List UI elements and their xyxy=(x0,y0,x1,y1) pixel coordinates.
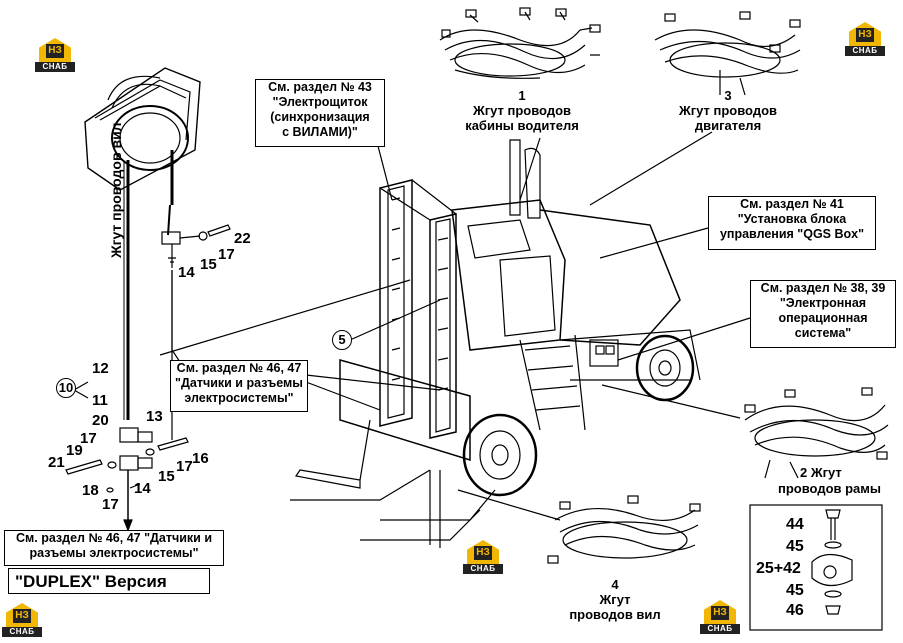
part-number-45: 45 xyxy=(786,582,804,599)
part-number-17: 17 xyxy=(102,496,119,513)
logo-caption: СНАБ xyxy=(700,624,740,634)
frame-harness-label-bottom: проводов рамы xyxy=(778,481,882,496)
callout-line: "Электронная xyxy=(779,296,867,310)
callout-line: См. раздел № 43 xyxy=(268,80,372,94)
logo-caption: СНАБ xyxy=(463,564,503,574)
callout-section-43: См. раздел № 43 "Электрощиток (синхрониз… xyxy=(255,79,385,147)
part-number-10: 10 xyxy=(56,378,76,398)
part-number-13: 13 xyxy=(146,408,163,425)
frame-harness-drawing xyxy=(744,387,889,479)
cab-harness-label: 1 Жгут проводов кабины водителя xyxy=(452,88,592,133)
engine-harness-drawing xyxy=(654,11,801,96)
callout-line: "Установка блока xyxy=(737,212,847,226)
part-number-21: 21 xyxy=(48,454,65,471)
part-number-44: 44 xyxy=(786,516,804,533)
harness-number: 4 xyxy=(611,577,619,592)
part-number-5: 5 xyxy=(332,330,352,350)
callout-line: "Датчики и разъемы xyxy=(175,376,303,390)
logo-mark: НЗ xyxy=(474,546,492,560)
part-number-19: 19 xyxy=(66,442,83,459)
callout-line: разъемы электросистемы" xyxy=(29,546,199,560)
callout-line: с ВИЛАМИ)" xyxy=(282,125,358,139)
harness-number: 1 xyxy=(518,88,526,103)
part-number-15: 15 xyxy=(200,256,217,273)
part-number-20: 20 xyxy=(92,412,109,429)
callout-section-38-39: См. раздел № 38, 39 "Электронная операци… xyxy=(750,280,896,348)
part-number-17: 17 xyxy=(176,458,193,475)
callout-line: система" xyxy=(794,326,852,340)
part-number-45: 45 xyxy=(786,538,804,555)
callout-section-46-47: См. раздел № 46, 47 "Датчики и разъемы э… xyxy=(170,360,308,412)
cab-harness-drawing xyxy=(439,7,601,79)
part-number-11: 11 xyxy=(92,392,108,409)
part-number-25-42: 25+42 xyxy=(756,560,801,577)
harness-title-line1: Жгут xyxy=(599,592,631,607)
nz-snab-logo: НЗ СНАБ xyxy=(700,600,740,636)
part-number-46: 46 xyxy=(786,602,804,619)
forks-harness-drawing xyxy=(547,495,701,564)
part-number-22: 22 xyxy=(234,230,251,247)
logo-caption: СНАБ xyxy=(2,627,42,637)
logo-caption: СНАБ xyxy=(35,62,75,72)
callout-line: операционная xyxy=(778,311,868,325)
logo-mark: НЗ xyxy=(711,606,729,620)
part-number-16: 16 xyxy=(192,450,209,467)
callout-line: (синхронизация xyxy=(270,110,370,124)
harness-title-line2: кабины водителя xyxy=(465,118,579,133)
callout-line: См. раздел № 38, 39 xyxy=(760,281,886,295)
harness-number: 2 xyxy=(800,465,808,480)
callout-line: "Электрощиток xyxy=(272,95,368,109)
harness-title-line2: проводов вил xyxy=(569,607,661,622)
callout-section-41: См. раздел № 41 "Установка блока управле… xyxy=(708,196,876,250)
harness-number: 3 xyxy=(724,88,732,103)
part-number-17: 17 xyxy=(80,430,97,447)
forks-harness-label: 4 Жгут проводов вил xyxy=(556,577,674,622)
callout-section-46-47-bottom: См. раздел № 46, 47 "Датчики и разъемы э… xyxy=(4,530,224,566)
callout-line: См. раздел № 41 xyxy=(740,197,844,211)
nz-snab-logo: НЗ СНАБ xyxy=(845,22,885,58)
logo-mark: НЗ xyxy=(46,44,64,58)
callout-line: См. раздел № 46, 47 "Датчики и xyxy=(15,531,213,545)
part-number-18: 18 xyxy=(82,482,99,499)
logo-mark: НЗ xyxy=(13,609,31,623)
harness-title-line2: двигателя xyxy=(694,118,762,133)
part-number-12: 12 xyxy=(92,360,109,377)
callout-line: управления "QGS Box" xyxy=(719,227,865,241)
harness-title-line1: Жгут проводов xyxy=(472,103,572,118)
fork-harness-vertical-label: Жгут проводов вил xyxy=(108,122,124,258)
part-number-14: 14 xyxy=(134,480,151,497)
nz-snab-logo: НЗ СНАБ xyxy=(35,38,75,74)
nz-snab-logo: НЗ СНАБ xyxy=(463,540,503,576)
forklift-body-drawing xyxy=(290,139,701,548)
part-number-15: 15 xyxy=(158,468,175,485)
frame-harness-label-top: 2 Жгут xyxy=(800,465,842,480)
logo-mark: НЗ xyxy=(856,28,874,42)
part-number-17: 17 xyxy=(218,246,235,263)
harness-title-line1: Жгут проводов xyxy=(678,103,778,118)
callout-line: См. раздел № 46, 47 xyxy=(176,361,302,375)
harness-title-line1: Жгут xyxy=(810,465,842,480)
engine-harness-label: 3 Жгут проводов двигателя xyxy=(668,88,788,133)
version-label: "DUPLEX" Версия xyxy=(8,568,210,594)
nz-snab-logo: НЗ СНАБ xyxy=(2,603,42,639)
fork-harness-reel-drawing xyxy=(84,67,201,191)
part-number-14: 14 xyxy=(178,264,195,281)
logo-caption: СНАБ xyxy=(845,46,885,56)
callout-line: электросистемы" xyxy=(184,391,294,405)
